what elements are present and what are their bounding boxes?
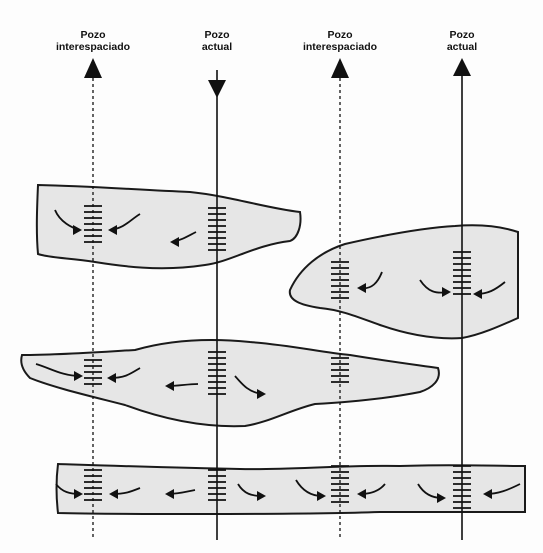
well-label-line2: actual <box>202 41 232 53</box>
well-label-line1: Pozo <box>80 29 105 41</box>
reservoir-lens-upper-left <box>37 185 301 268</box>
well-label-line1: Pozo <box>449 29 474 41</box>
reservoir-lens-middle <box>21 340 439 426</box>
well-label-line2: interespaciado <box>56 41 130 53</box>
well-label-line1: Pozo <box>204 29 229 41</box>
production-arrow-up-icon <box>453 58 471 76</box>
production-arrow-up-icon <box>331 58 349 78</box>
well-label-line2: interespaciado <box>303 41 377 53</box>
injection-arrow-down-icon <box>208 80 226 98</box>
production-arrow-up-icon <box>84 58 102 78</box>
well-label-line1: Pozo <box>327 29 352 41</box>
reservoir-lens-upper-right <box>290 225 518 338</box>
well-label-line2: actual <box>447 41 477 53</box>
